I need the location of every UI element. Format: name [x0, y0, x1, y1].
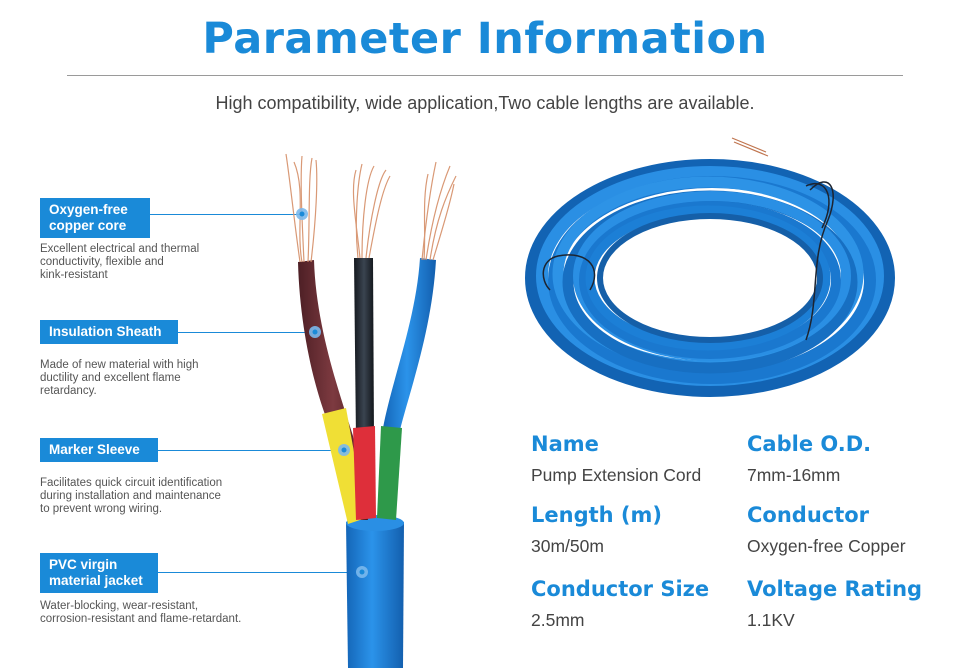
- spec-length-value: 30m/50m: [531, 536, 604, 556]
- blue-wire: [383, 258, 436, 430]
- insulation-sheath-leader-line: [178, 332, 314, 333]
- black-wire: [354, 258, 374, 440]
- pvc-jacket-badge: PVC virgin material jacket: [40, 553, 158, 593]
- pvc-jacket-description: Water-blocking, wear-resistant, corrosio…: [40, 600, 242, 625]
- spec-length-label: Length (m): [531, 503, 662, 527]
- cable-cutaway-illustration: [285, 153, 457, 668]
- page-subtitle: High compatibility, wide application,Two…: [215, 93, 755, 113]
- green-marker-sleeve: [377, 426, 402, 520]
- spec-cable-od-label: Cable O.D.: [747, 432, 872, 456]
- insulation-sheath-description: Made of new material with high ductility…: [40, 359, 199, 397]
- spec-name-label: Name: [531, 432, 599, 456]
- spec-conductor-value: Oxygen-free Copper: [747, 536, 906, 556]
- marker-sleeve-description: Facilitates quick circuit identification…: [40, 477, 223, 515]
- cable-coil-image: [525, 137, 895, 397]
- marker-sleeve-leader-line: [158, 450, 344, 451]
- copper-core-leader-line: [150, 214, 302, 215]
- spec-conductor-size-value: 2.5mm: [531, 610, 585, 630]
- yellow-marker-sleeve: [322, 408, 366, 524]
- spec-cable-od-value: 7mm-16mm: [747, 465, 841, 485]
- spec-voltage-rating-value: 1.1KV: [747, 610, 795, 630]
- copper-core-badge: Oxygen-free copper core: [40, 198, 150, 238]
- insulation-sheath-badge: Insulation Sheath: [40, 320, 178, 344]
- spec-voltage-rating-label: Voltage Rating: [747, 577, 923, 601]
- red-marker-sleeve: [353, 426, 376, 520]
- pvc-jacket-shape: [346, 522, 404, 668]
- title-divider: [67, 75, 903, 76]
- page-title: Parameter Information: [202, 14, 768, 64]
- copper-strands: [285, 153, 457, 263]
- pvc-jacket-leader-line: [158, 572, 362, 573]
- spec-conductor-label: Conductor: [747, 503, 870, 527]
- marker-sleeve-badge: Marker Sleeve: [40, 438, 158, 462]
- spec-name-value: Pump Extension Cord: [531, 465, 702, 485]
- copper-core-description: Excellent electrical and thermal conduct…: [40, 243, 200, 281]
- spec-conductor-size-label: Conductor Size: [531, 577, 710, 601]
